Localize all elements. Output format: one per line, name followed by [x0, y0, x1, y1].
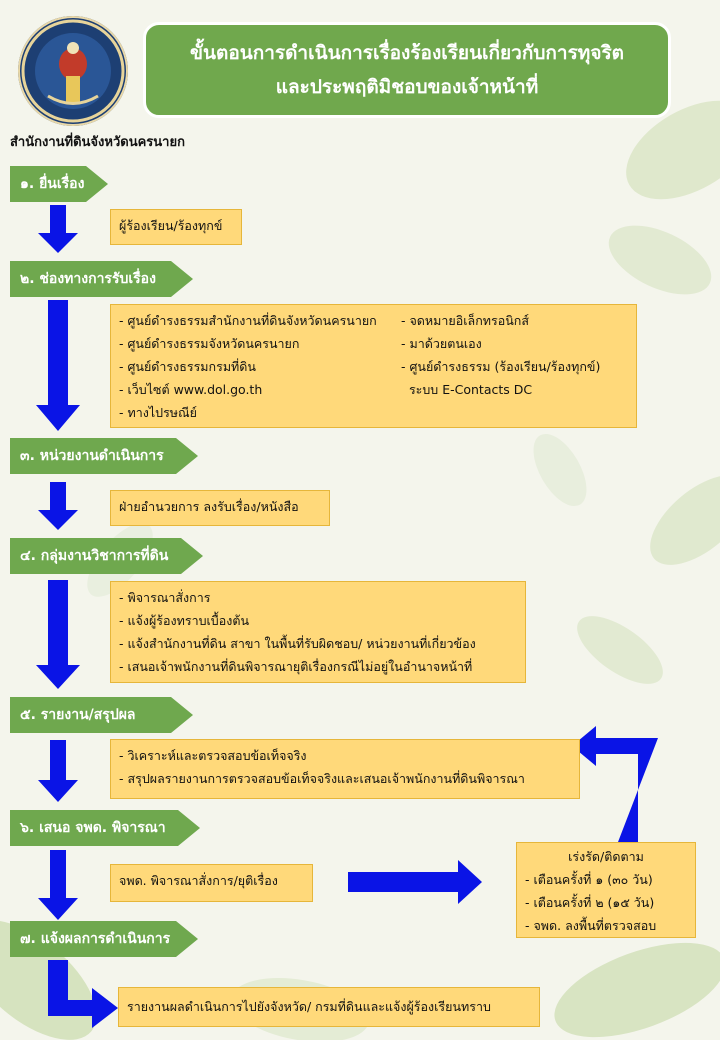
action-item: - เสนอเจ้าพนักงานที่ดินพิจารณายุติเรื่อง…	[119, 659, 473, 674]
channel-item: - ศูนย์ดำรงธรรมสำนักงานที่ดินจังหวัดนครน…	[119, 313, 377, 328]
down-arrow	[36, 580, 80, 689]
down-arrow	[38, 482, 78, 530]
followup-title: เร่งรัด/ติดตาม	[568, 849, 644, 864]
step-3-label: ๓. หน่วยงานดำเนินการ	[10, 438, 198, 474]
right-arrow	[48, 960, 118, 1028]
step-1-label: ๑. ยื่นเรื่อง	[10, 166, 108, 202]
channel-item: ระบบ E-Contacts DC	[401, 382, 533, 397]
step-6-label: ๖. เสนอ จพด. พิจารณา	[10, 810, 200, 846]
title-line-1: ขั้นตอนการดำเนินการเรื่องร้องเรียนเกี่ยว…	[190, 42, 624, 64]
channel-item: - ทางไปรษณีย์	[119, 405, 197, 420]
channel-item: - ศูนย์ดำรงธรรมกรมที่ดิน	[119, 359, 256, 374]
channel-item: - ศูนย์ดำรงธรรมจังหวัดนครนายก	[119, 336, 300, 351]
report-item: - สรุปผลรายงานการตรวจสอบข้อเท็จจริงและเส…	[119, 771, 525, 786]
channel-item: - มาด้วยตนเอง	[401, 336, 482, 351]
down-arrow	[38, 740, 78, 802]
step-5-box: - วิเคราะห์และตรวจสอบข้อเท็จจริง - สรุปผ…	[110, 739, 580, 799]
channel-item: - จดหมายอิเล็กทรอนิกส์	[401, 313, 529, 328]
step-6-box: จพด. พิจารณาสั่งการ/ยุติเรื่อง	[110, 864, 313, 902]
right-arrow	[348, 860, 482, 904]
step-4-label: ๔. กลุ่มงานวิชาการที่ดิน	[10, 538, 203, 574]
step-2-label: ๒. ช่องทางการรับเรื่อง	[10, 261, 193, 297]
return-arrow	[572, 726, 658, 842]
seal-emblem	[18, 16, 128, 126]
followup-box: เร่งรัด/ติดตาม - เตือนครั้งที่ ๑ (๓๐ วัน…	[516, 842, 696, 938]
action-item: - แจ้งผู้ร้องทราบเบื้องต้น	[119, 613, 250, 628]
step-3-box: ฝ่ายอำนวยการ ลงรับเรื่อง/หนังสือ	[110, 490, 330, 526]
step-2-box: - ศูนย์ดำรงธรรมสำนักงานที่ดินจังหวัดนครน…	[110, 304, 637, 428]
step-7-label: ๗. แจ้งผลการดำเนินการ	[10, 921, 198, 957]
followup-item: - เตือนครั้งที่ ๒ (๑๕ วัน)	[525, 895, 655, 910]
down-arrow	[38, 850, 78, 920]
followup-item: - จพด. ลงพื้นที่ตรวจสอบ	[525, 918, 657, 933]
step-1-box: ผู้ร้องเรียน/ร้องทุกข์	[110, 209, 242, 245]
action-item: - พิจารณาสั่งการ	[119, 590, 211, 605]
action-item: - แจ้งสำนักงานที่ดิน สาขา ในพื้นที่รับผิ…	[119, 636, 476, 651]
admin-receive-text: ฝ่ายอำนวยการ ลงรับเรื่อง/หนังสือ	[119, 499, 299, 514]
step-4-box: - พิจารณาสั่งการ - แจ้งผู้ร้องทราบเบื้อง…	[110, 581, 526, 683]
complainant-text: ผู้ร้องเรียน/ร้องทุกข์	[119, 218, 223, 233]
title-line-2: และประพฤติมิชอบของเจ้าหน้าที่	[275, 76, 539, 98]
channel-item: - เว็บไซต์ www.dol.go.th	[119, 382, 263, 397]
followup-item: - เตือนครั้งที่ ๑ (๓๐ วัน)	[525, 872, 653, 887]
channel-item: - ศูนย์ดำรงธรรม (ร้องเรียน/ร้องทุกข์)	[401, 359, 601, 374]
final-report-text: รายงานผลดำเนินการไปยังจังหวัด/ กรมที่ดิน…	[127, 999, 491, 1014]
down-arrow	[36, 300, 80, 431]
page-title: ขั้นตอนการดำเนินการเรื่องร้องเรียนเกี่ยว…	[143, 22, 671, 118]
office-name: สำนักงานที่ดินจังหวัดนครนายก	[10, 135, 185, 150]
decision-text: จพด. พิจารณาสั่งการ/ยุติเรื่อง	[119, 873, 278, 888]
step-7-box: รายงานผลดำเนินการไปยังจังหวัด/ กรมที่ดิน…	[118, 987, 540, 1027]
report-item: - วิเคราะห์และตรวจสอบข้อเท็จจริง	[119, 748, 307, 763]
down-arrow	[38, 205, 78, 253]
step-5-label: ๕. รายงาน/สรุปผล	[10, 697, 193, 733]
